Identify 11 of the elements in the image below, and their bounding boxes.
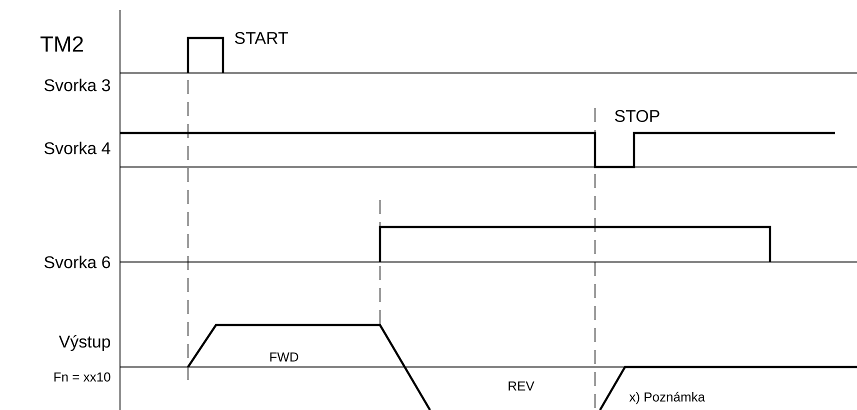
direction-label: REV (508, 382, 534, 390)
direction-label: FWD (270, 352, 298, 362)
signal-name: Výstup (58, 334, 110, 352)
signal-event-label: START (234, 32, 288, 44)
module-label: TM2 (40, 36, 83, 52)
note-label: x) Poznámka (629, 392, 706, 404)
signal-event-label: STOP (614, 110, 660, 122)
signal-name: Svorka 4 (44, 142, 110, 154)
signal-name: Svorka 6 (44, 256, 110, 268)
signal-condition-label: Fn = xx10 (54, 372, 110, 382)
signal-name: Svorka 3 (44, 78, 110, 92)
